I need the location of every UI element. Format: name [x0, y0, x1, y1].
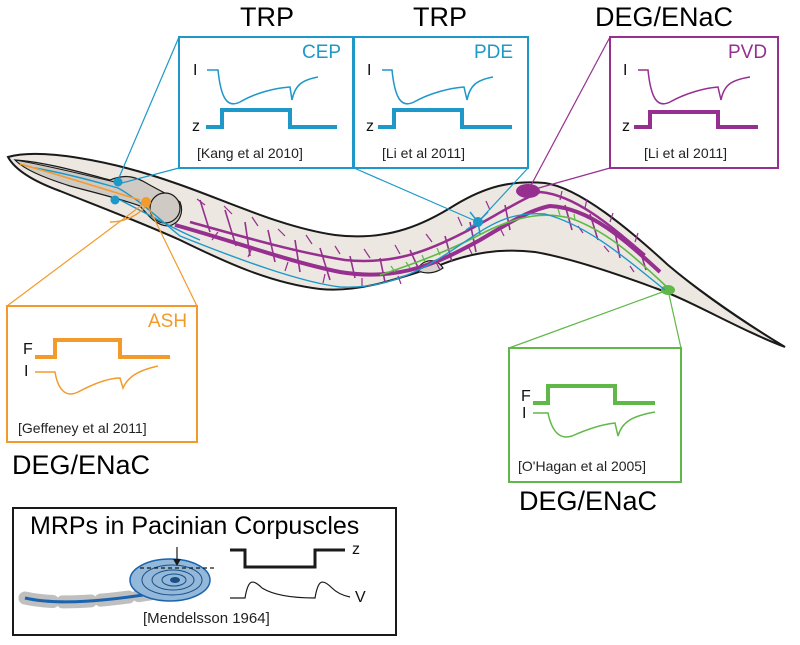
pacinian-stimulus-trace [230, 548, 345, 569]
pvd-panel [527, 36, 779, 192]
ald-current-label: I [522, 405, 527, 422]
pacinian-panel [12, 507, 397, 636]
ald-stimulus-label: F [521, 388, 531, 405]
pde-cell-label: PDE [474, 42, 514, 63]
pacinian-voltage-label: V [355, 589, 366, 606]
pacinian-stimulus-label: z [352, 541, 360, 558]
ash-panel [6, 201, 198, 443]
pharynx [13, 159, 183, 227]
ald-citation: [O'Hagan et al 2005] [518, 458, 646, 474]
pvd-channel-label: DEG/ENaC [595, 2, 734, 32]
cep-citation: [Kang et al 2010] [197, 145, 303, 161]
cep-stimulus-label: z [192, 118, 200, 135]
pde-citation: [Li et al 2011] [382, 145, 466, 161]
pde-channel-label: TRP [413, 2, 467, 32]
ald-channel-label: DEG/ENaC [519, 486, 658, 516]
inner-nose-line [14, 159, 116, 183]
ash-citation: [Geffeney et al 2011] [18, 420, 147, 436]
cep-current-label: I [193, 62, 198, 79]
ash-stimulus-label: F [23, 341, 33, 358]
ash-channel-label: DEG/ENaC [12, 450, 151, 480]
ald-panel [508, 289, 682, 483]
ash-current-label: I [24, 363, 29, 380]
cep-channel-label: TRP [240, 2, 294, 32]
pde-stimulus-label: z [366, 118, 374, 135]
ash-cell-label: ASH [148, 311, 188, 332]
pacinian-title: MRPs in Pacinian Corpuscles [30, 512, 360, 540]
pvd-current-label: I [623, 62, 628, 79]
pacinian-citation: [Mendelsson 1964] [143, 610, 270, 627]
cep-cell-label: CEP [302, 42, 342, 63]
pvd-citation: [Li et al 2011] [644, 145, 728, 161]
pvd-cell-label: PVD [728, 42, 768, 63]
pde-panel [353, 36, 529, 223]
ald-neuron [379, 208, 675, 295]
pacinian-voltage-trace [230, 581, 351, 599]
pvd-neuron [174, 184, 662, 287]
pvd-stimulus-label: z [622, 118, 630, 135]
worm-tail [667, 264, 786, 348]
pde-current-label: I [367, 62, 372, 79]
